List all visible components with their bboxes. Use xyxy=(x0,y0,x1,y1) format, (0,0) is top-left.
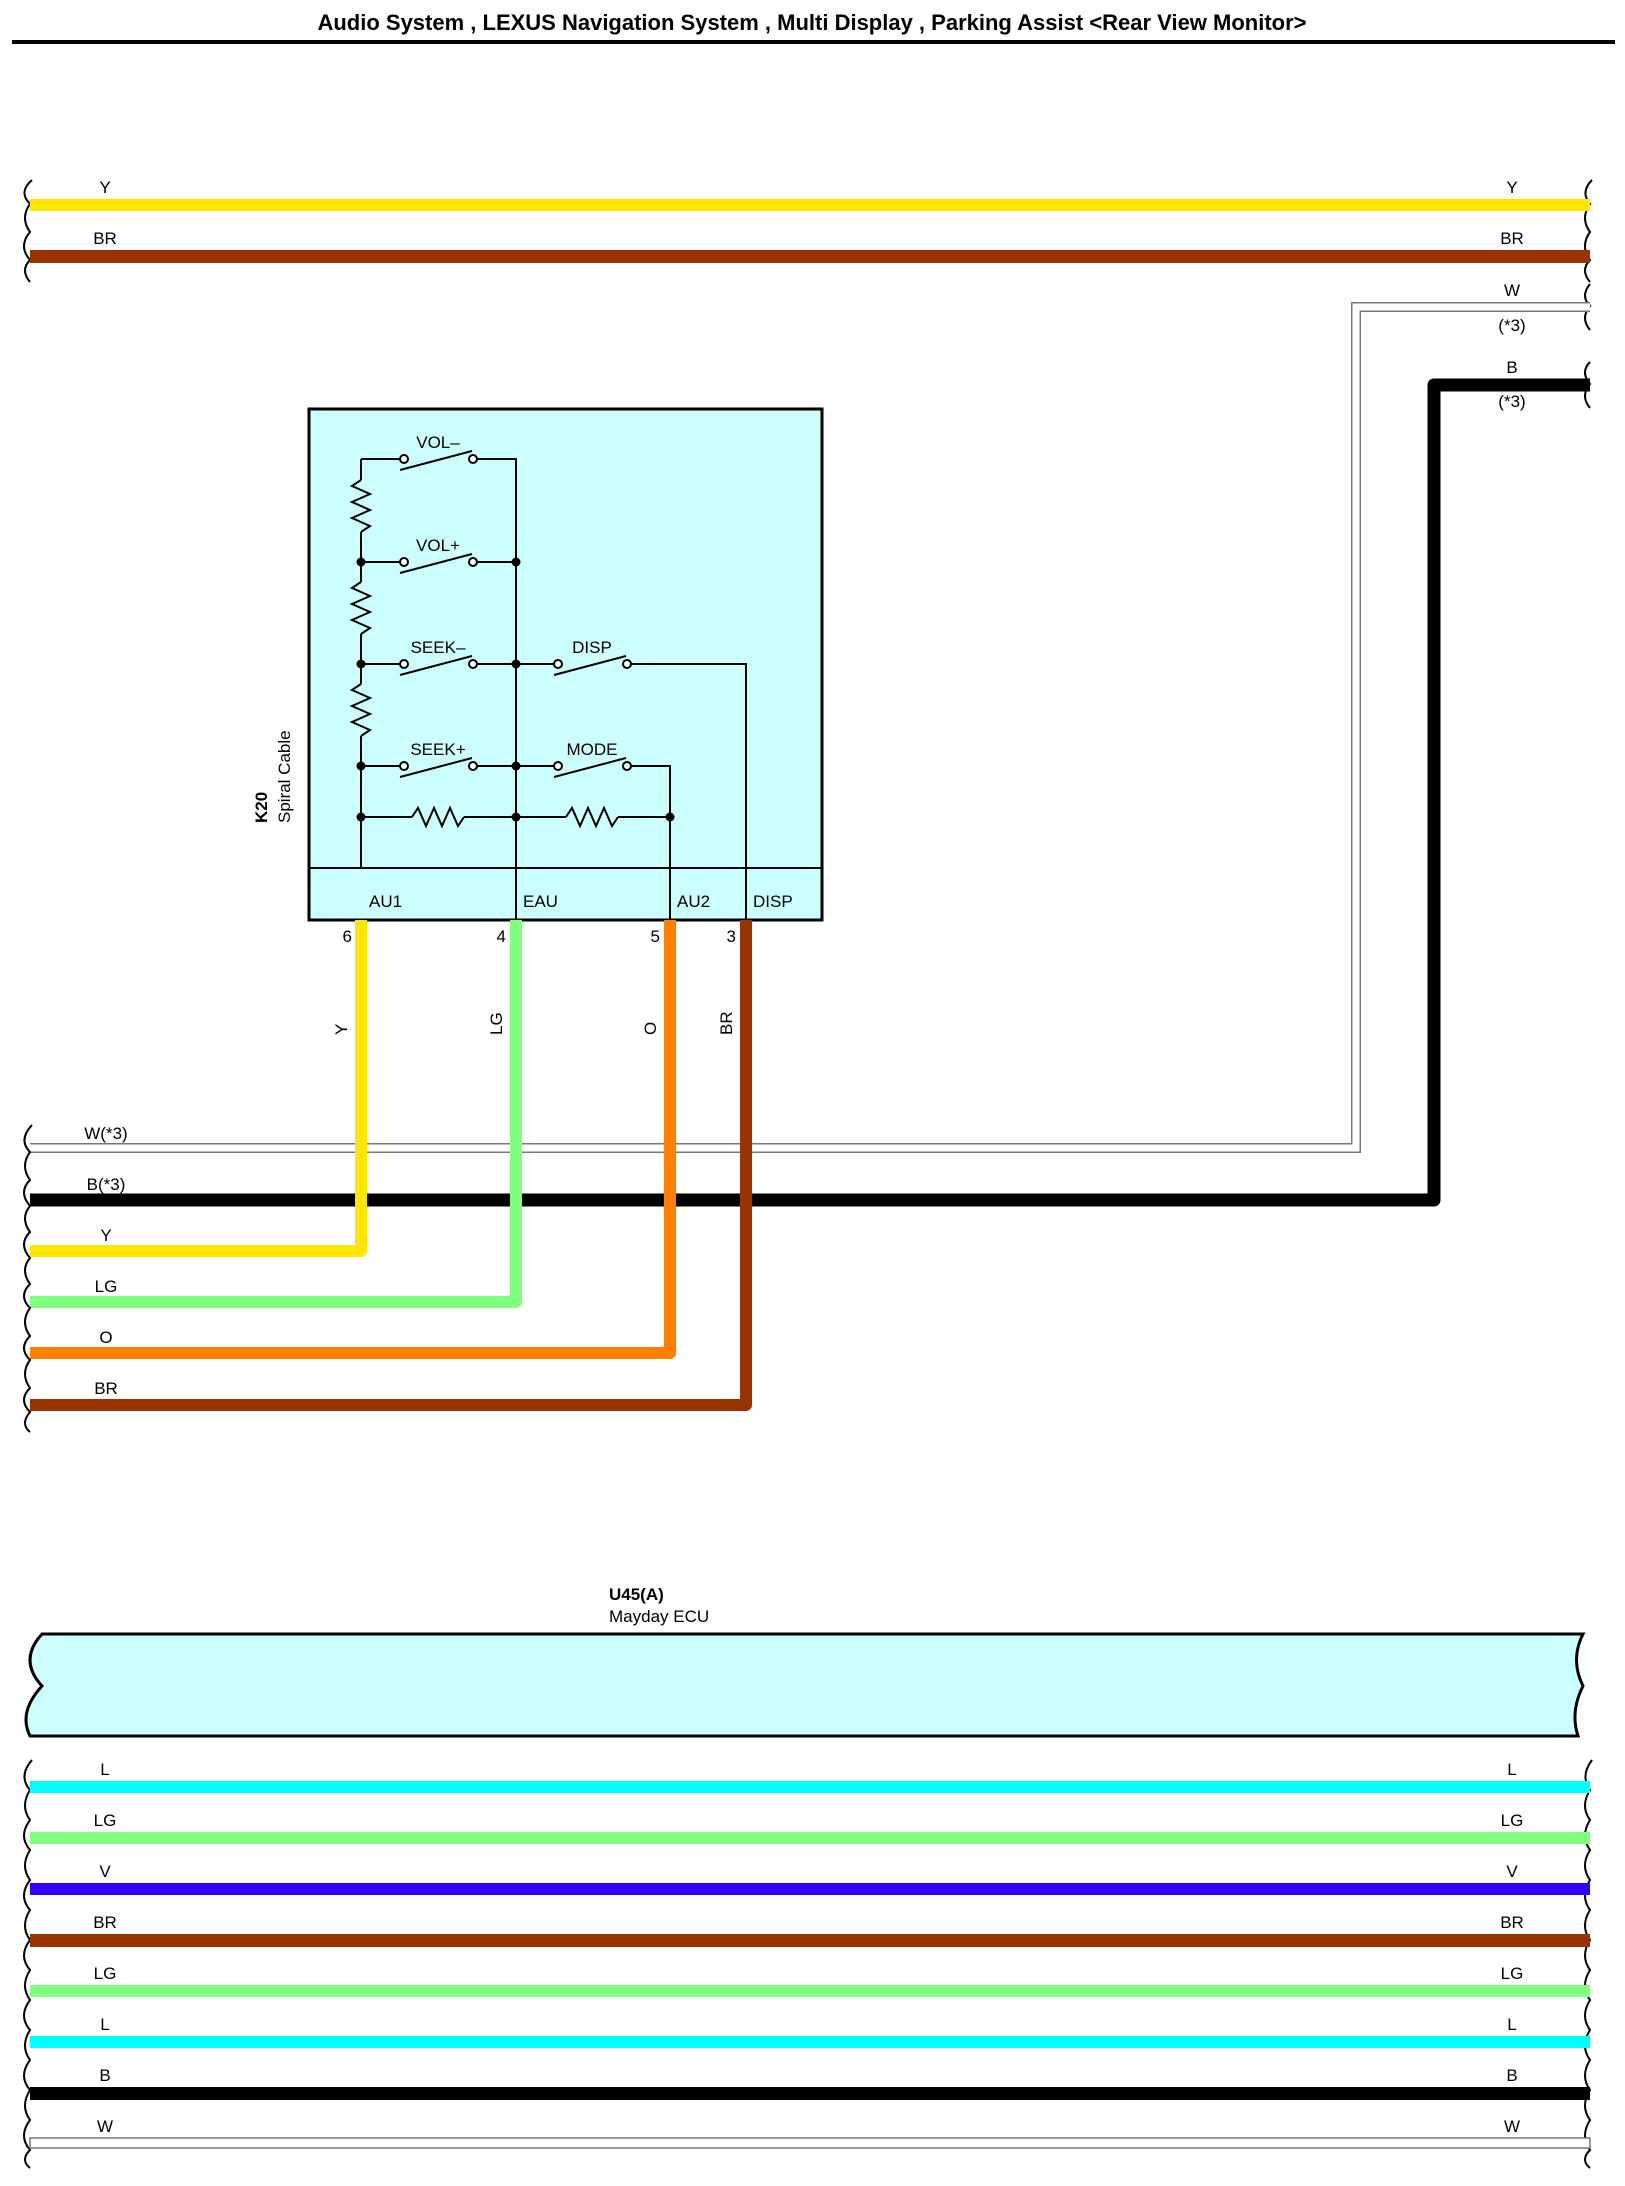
left-label-br: BR xyxy=(94,1379,118,1398)
switch-label-seek-minus: SEEK– xyxy=(411,638,466,657)
wire-label-right: V xyxy=(1506,1862,1518,1881)
wire-b-bottom xyxy=(30,2087,1590,2100)
break-mark-left-mid xyxy=(23,1124,33,1433)
wire-br-top-line xyxy=(30,250,1590,263)
k20-drop-wires xyxy=(30,920,752,1411)
wire-o-au2 xyxy=(30,920,676,1359)
right-wire-group: W (*3) B (*3) xyxy=(30,281,1592,1207)
u45-body xyxy=(24,1632,1586,1738)
wire-label-left: BR xyxy=(93,1913,117,1932)
k20-code: K20 xyxy=(252,792,271,823)
component-k20: K20 Spiral Cable xyxy=(252,407,824,946)
resistor-4 xyxy=(411,805,465,829)
wire-label-right: B xyxy=(1506,2066,1517,2085)
wire-label-left: L xyxy=(100,2015,109,2034)
wire-label-left: LG xyxy=(94,1811,117,1830)
wire-l-2 xyxy=(30,2036,1590,2048)
resistor-3 xyxy=(349,683,373,737)
pin-au2: 5 xyxy=(651,927,660,946)
break-mark-left xyxy=(23,179,33,283)
k20-contacts xyxy=(399,454,632,771)
pin-eau: 4 xyxy=(497,927,506,946)
switch-label-vol-plus: VOL+ xyxy=(416,536,460,555)
terminal-au1: AU1 xyxy=(369,892,402,911)
wire-y-top-line xyxy=(30,199,1590,211)
left-label-w: W(*3) xyxy=(84,1124,127,1143)
switch-label-mode: MODE xyxy=(567,740,618,759)
left-label-b: B(*3) xyxy=(87,1175,126,1194)
u45-code: U45(A) xyxy=(609,1585,664,1604)
wire-y-au1 xyxy=(30,920,367,1257)
k20-name: Spiral Cable xyxy=(275,730,294,823)
wire-lg-1 xyxy=(30,1832,1590,1844)
pin-au1: 6 xyxy=(343,927,352,946)
u45-name: Mayday ECU xyxy=(609,1607,709,1626)
switch-mode xyxy=(553,757,627,778)
wire-w-right-core xyxy=(30,303,1590,1152)
wire-label-w: W xyxy=(1504,281,1520,300)
wire-label-left: V xyxy=(99,1862,111,1881)
wire-label-left: L xyxy=(100,1760,109,1779)
pin-disp: 3 xyxy=(727,927,736,946)
component-u45: U45(A) Mayday ECU xyxy=(24,1585,1586,1738)
top-wire-group: Y Y BR BR xyxy=(23,178,1593,283)
terminal-eau: EAU xyxy=(523,892,558,911)
resistor-5 xyxy=(565,805,619,829)
wire-label-b: B xyxy=(1506,358,1517,377)
left-wire-group: W(*3) B(*3) Y LG O BR xyxy=(23,1124,128,1433)
wire-lg-2 xyxy=(30,1985,1590,1997)
wire-br-top: BR BR xyxy=(30,229,1590,263)
page-title: Audio System , LEXUS Navigation System ,… xyxy=(317,10,1306,35)
wire-label-right: BR xyxy=(1500,1913,1524,1932)
break-mark-right xyxy=(1584,179,1593,283)
break-mark-left-bottom xyxy=(23,1759,33,2169)
wire-label-right: L xyxy=(1507,2015,1516,2034)
wire-b-right xyxy=(30,378,1590,1207)
switch-label-seek-plus: SEEK+ xyxy=(410,740,465,759)
wire-label-left: W xyxy=(97,2117,113,2136)
wire-label-right: LG xyxy=(1501,1811,1524,1830)
k20-junctions xyxy=(356,557,675,822)
terminal-au2: AU2 xyxy=(677,892,710,911)
wire-label-right: W xyxy=(1504,2117,1520,2136)
switch-vol-plus xyxy=(399,553,473,574)
switch-label-vol-minus: VOL– xyxy=(416,433,460,452)
bottom-wire-group: L L LG LG V V BR BR LG LG L L B B W W xyxy=(23,1759,1593,2169)
wire-label-left: Y xyxy=(99,178,110,197)
wire-y-top: Y Y xyxy=(30,178,1590,211)
switch-label-disp: DISP xyxy=(572,638,612,657)
wire-label-right: Y xyxy=(1506,178,1517,197)
wire-note-w: (*3) xyxy=(1498,316,1525,335)
switch-disp xyxy=(553,655,627,676)
wire-label-left: LG xyxy=(94,1964,117,1983)
drop-label-o: O xyxy=(641,1022,660,1035)
break-mark-right-bottom xyxy=(1584,1759,1593,2169)
wire-br-bottom xyxy=(30,1934,1590,1947)
wire-w-bottom xyxy=(29,2137,1591,2149)
wire-label-right: L xyxy=(1507,1760,1516,1779)
drop-label-br: BR xyxy=(717,1011,736,1035)
wire-label-right: LG xyxy=(1501,1964,1524,1983)
left-label-o: O xyxy=(99,1328,112,1347)
wire-lg-eau xyxy=(30,920,522,1308)
left-label-y: Y xyxy=(100,1226,111,1245)
wire-label-right: BR xyxy=(1500,229,1524,248)
resistor-1 xyxy=(349,479,373,533)
drop-label-y: Y xyxy=(332,1024,351,1035)
wire-label-left: B xyxy=(99,2066,110,2085)
wire-l-1 xyxy=(30,1781,1590,1793)
wire-v xyxy=(30,1883,1590,1895)
wire-br-disp xyxy=(30,920,752,1411)
switch-vol-minus xyxy=(399,450,473,471)
drop-label-lg: LG xyxy=(487,1012,506,1035)
switch-seek-plus xyxy=(399,757,473,778)
wire-note-b: (*3) xyxy=(1498,392,1525,411)
resistor-2 xyxy=(349,581,373,635)
wire-label-left: BR xyxy=(93,229,117,248)
switch-seek-minus xyxy=(399,655,473,676)
k20-internal-circuit xyxy=(349,450,747,868)
left-label-lg: LG xyxy=(95,1277,118,1296)
terminal-disp: DISP xyxy=(753,892,793,911)
